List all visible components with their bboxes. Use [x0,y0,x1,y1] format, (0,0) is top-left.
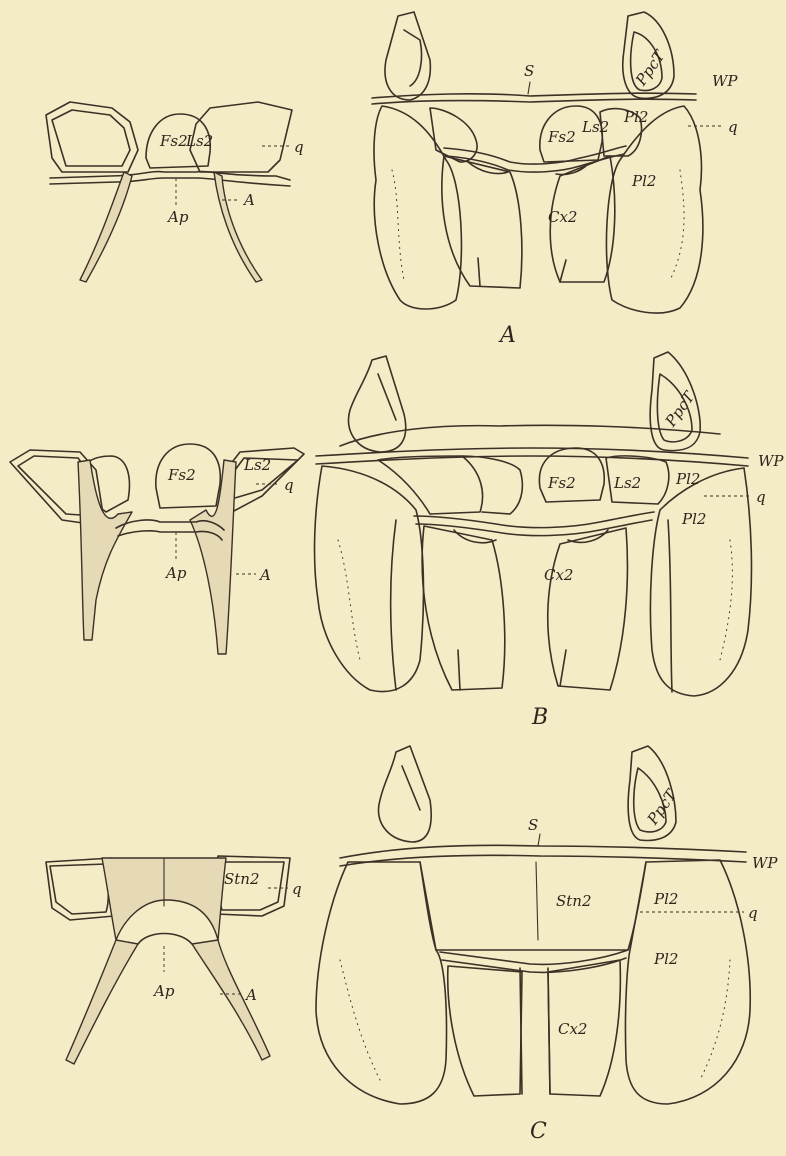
figure-a-left-label-ls: Ls2 [185,132,213,150]
figure-b-coxa-left [422,526,505,690]
figure-c-label-cx: Cx2 [558,1020,587,1038]
figure-c: Stn2 q A Ap S PpcT W [46,746,778,1144]
figure-a-pleura-right [606,106,702,313]
figure-a-left-label-a: A [242,191,255,209]
figure-b-label-pl-upper: Pl2 [675,470,700,488]
figure-c-coxa-left [448,966,522,1096]
figure-a-left-label-ap: Ap [166,208,189,226]
figure-b-label-q: q [756,488,766,506]
figure-c-pleura-right [625,860,750,1104]
figure-c-left-label-stn: Stn2 [224,870,260,888]
figure-c-label-q: q [748,904,758,922]
figure-b-pleura-right [650,468,751,696]
figure-a-label-ppct: PpcT [631,46,669,89]
figure-b-caption: B [531,705,548,730]
figure-a-label-fs: Fs2 [547,128,576,146]
figure-b-coxa-right [548,528,628,690]
figure-c-left-label-q: q [292,880,302,898]
figure-c-label-stn: Stn2 [556,892,592,910]
figure-b-left-label-ap: Ap [164,564,187,582]
figure-b-left-label-a: A [258,566,271,584]
figure-a-right-body: S PpcT WP Fs2 Ls2 Pl2 Pl2 q Cx2 [372,12,738,313]
figure-b-left-label-ls: Ls2 [243,456,271,474]
figure-c-left-detail: Stn2 q A Ap [46,856,302,1064]
figure-c-left-label-a: A [244,986,257,1004]
figure-a-left-label-fs: Fs2 [159,132,188,150]
figure-b-label-wp: WP [758,452,784,470]
figure-b-left-label-q: q [284,476,294,494]
figure-a-label-pl-upper: Pl2 [623,108,648,126]
figure-a-left-apophysis-right [214,172,262,282]
figure-b-left-label-fs: Fs2 [167,466,196,484]
figure-b-label-pl-lower: Pl2 [681,510,706,528]
figure-a-left-apophysis-left [80,172,132,282]
figure-c-ppct-left [378,746,431,842]
figure-a-label-q: q [728,118,738,136]
figure-a: Fs2 Ls2 q A Ap [46,12,738,348]
figure-c-left-apophysis-left [66,940,138,1064]
figure-c-left-apophysis-right [192,940,270,1060]
figure-a-left-label-q: q [294,138,304,156]
figure-a-left-detail: Fs2 Ls2 q A Ap [46,102,304,282]
figure-b-right-body: PpcT WP Fs2 Ls2 Pl2 Pl2 q Cx2 [315,352,785,696]
figure-a-label-wp: WP [712,72,738,90]
figure-b: Fs2 Ls2 q A Ap [10,352,784,730]
figure-c-right-body: S PpcT WP Stn2 Pl2 Pl2 q Cx2 [316,746,778,1104]
figure-b-label-ls: Ls2 [613,474,641,492]
figure-c-label-pl-upper: Pl2 [653,890,678,908]
figure-a-label-pl-lower: Pl2 [631,172,656,190]
figure-a-ppct-left [385,12,430,100]
figure-b-ppct-left [348,356,405,452]
figure-b-label-fs: Fs2 [547,474,576,492]
figure-c-left-label-ap: Ap [152,982,175,1000]
figure-b-left-apophysis-right [190,460,236,654]
figure-b-left-detail: Fs2 Ls2 q A Ap [10,444,304,654]
figure-c-label-wp: WP [752,854,778,872]
figure-c-label-s: S [528,816,538,834]
figure-b-label-ppct: PpcT [661,388,699,431]
figure-b-left-apophysis-left [78,460,132,640]
figure-c-label-pl-lower: Pl2 [653,950,678,968]
figure-b-label-cx: Cx2 [544,566,573,584]
figure-a-caption: A [498,323,516,348]
figure-a-label-ls: Ls2 [581,118,609,136]
figure-c-pleura-left [316,862,447,1104]
figure-c-caption: C [530,1119,547,1144]
figure-a-label-s: S [524,62,534,80]
figure-a-pleura-left [374,106,461,309]
figure-a-label-cx: Cx2 [548,208,577,226]
figure-b-pleura-left [315,466,424,692]
figure-c-sternum [420,862,646,950]
